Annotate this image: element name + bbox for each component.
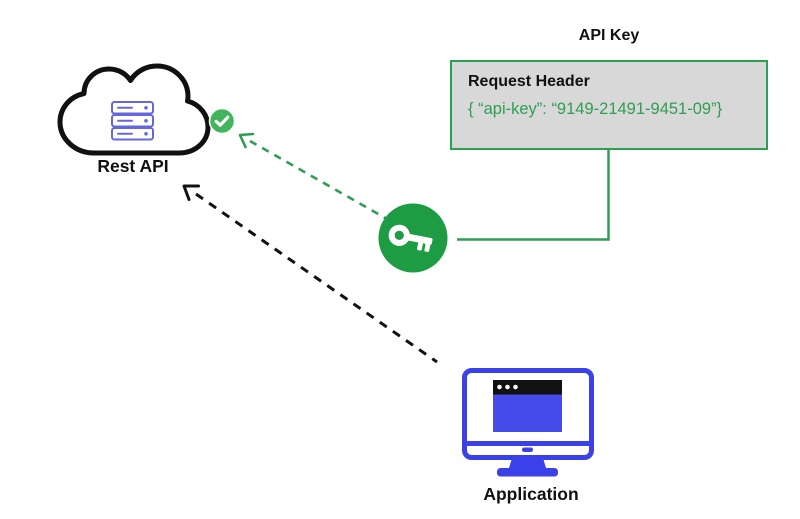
- arrowhead-icon: [182, 184, 200, 201]
- request-header-label: Request Header: [468, 73, 590, 90]
- monitor-icon: [462, 368, 594, 477]
- box-to-key-connector-line: [457, 150, 610, 241]
- application-label: Application: [483, 484, 579, 504]
- rest-api-label: Rest API: [97, 156, 169, 176]
- key-to-api-dashed-arrow: [238, 132, 388, 221]
- application-to-api-dashed-arrow: [182, 184, 438, 364]
- key-icon: [378, 203, 448, 273]
- server-rack-icon: [111, 101, 154, 141]
- api-key-title: API Key: [578, 27, 640, 44]
- arrowhead-icon: [238, 132, 255, 149]
- check-badge-icon: [208, 107, 236, 135]
- request-header-box: Request Header { “api-key”: “9149-21491-…: [450, 60, 768, 150]
- browser-window-icon: [493, 380, 562, 432]
- cloud-icon: [57, 63, 211, 156]
- api-key-value: { “api-key”: “9149-21491-9451-09”}: [468, 100, 723, 118]
